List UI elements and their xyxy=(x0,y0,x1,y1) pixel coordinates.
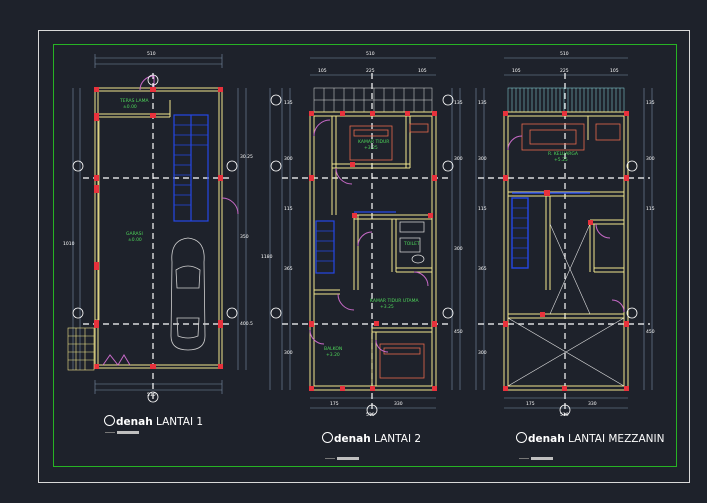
plan3-bottom-subdim-0: 175 xyxy=(526,401,535,407)
plan3-right-dim-3: 450 xyxy=(646,329,655,335)
plan1-room-garasi: GARASI xyxy=(126,231,143,237)
plan2-left-dim-1: 300 xyxy=(284,156,293,162)
sheet-border xyxy=(38,30,690,483)
top-balcony-hatch xyxy=(313,87,433,113)
doors xyxy=(102,75,239,366)
plan2-room-kamar-utama: KAMAR TIDUR UTAMA xyxy=(370,298,420,304)
axis-markers xyxy=(559,160,638,416)
toilet-fixtures xyxy=(399,221,425,264)
plan2-right-dim-1: 300 xyxy=(454,156,463,162)
title-circle-icon xyxy=(322,432,333,443)
plan2-bottom-subdim-0: 175 xyxy=(330,401,339,407)
plan2-room-toilet: TOILET xyxy=(403,241,420,247)
plan2-top-dim: 510 xyxy=(366,51,375,57)
furniture xyxy=(349,123,429,379)
plan3-top-subdim-2: 105 xyxy=(610,68,619,74)
plan1-right-dim-0: 30.25 xyxy=(240,154,253,160)
title-circle-icon xyxy=(104,415,115,426)
plan2-scale-bar xyxy=(325,457,359,460)
plan-mezzanin xyxy=(475,57,653,416)
car-icon xyxy=(170,237,206,351)
axis-markers xyxy=(270,94,454,416)
doors xyxy=(507,135,625,313)
plan2-title: denah LANTAI 2 xyxy=(322,432,421,445)
plan3-scale-bar xyxy=(519,457,553,460)
plan2-left-dim-0: 135 xyxy=(284,100,293,106)
doors xyxy=(309,119,429,353)
plan3-right-dim-2: 115 xyxy=(646,206,655,212)
plan1-top-dim: 510 xyxy=(147,51,156,57)
columns xyxy=(94,87,223,369)
columns xyxy=(309,111,437,391)
plan3-top-subdim-1: 225 xyxy=(560,68,569,74)
drawing-frame xyxy=(53,44,677,467)
stair xyxy=(315,211,396,274)
axis-markers xyxy=(72,74,238,403)
plan2-room-balkon-level: +3.20 xyxy=(326,352,340,358)
plan1-room-teras-level: ±0.00 xyxy=(123,104,137,110)
plan1-title: denah LANTAI 1 xyxy=(104,415,203,428)
plan3-top-subdim-0: 105 xyxy=(512,68,521,74)
plan3-left-dim-2: 115 xyxy=(478,206,487,212)
void-crosses xyxy=(507,223,625,387)
plan3-room-keluarga: R. KELUARGA xyxy=(548,151,579,157)
plan3-right-dim-1: 300 xyxy=(646,156,655,162)
plan2-right-dim-2: 300 xyxy=(454,246,463,252)
plan2-top-subdim-2: 105 xyxy=(418,68,427,74)
plan1-room-garasi-level: ±0.00 xyxy=(128,237,142,243)
plan2-left-dim-4: 300 xyxy=(284,350,293,356)
stair xyxy=(173,114,209,222)
plan3-left-dim-3: 365 xyxy=(478,266,487,272)
title-circle-icon xyxy=(516,432,527,443)
stair xyxy=(511,192,590,269)
plan3-bottom-dim: 510 xyxy=(560,412,569,418)
dimension-lines xyxy=(475,57,653,409)
plan2-room-kamar-utama-level: +3.25 xyxy=(380,304,394,310)
plan2-top-subdim-0: 105 xyxy=(318,68,327,74)
plan-lantai-1 xyxy=(67,54,247,403)
columns xyxy=(503,111,629,391)
plan1-room-teras: TERAS LAMA xyxy=(119,98,149,104)
plan2-right-dim-0: 135 xyxy=(454,100,463,106)
plan1-left-dim: 1010 xyxy=(63,241,75,247)
dimension-lines xyxy=(72,54,247,394)
plan2-right-dim-3: 450 xyxy=(454,329,463,335)
plan1-bottom-dim: 510 xyxy=(147,392,156,398)
plan2-top-subdim-1: 225 xyxy=(366,68,375,74)
plan2-room-kamar: KAMAR TIDUR xyxy=(358,139,389,145)
plan2-left-total: 1180 xyxy=(261,254,273,260)
plan1-right-dim-2: 400.5 xyxy=(240,321,253,327)
plan3-left-dim-0: 135 xyxy=(478,100,487,106)
plan3-right-dim-0: 135 xyxy=(646,100,655,106)
walls xyxy=(94,87,223,369)
plan3-bottom-subdim-1: 330 xyxy=(588,401,597,407)
plan2-room-kamar-level: +3.25 xyxy=(364,145,378,151)
plan3-title: denah LANTAI MEZZANIN xyxy=(516,432,664,445)
plan-labels: 510 510 1010 30.25 350 400.5 TERAS LAMA … xyxy=(63,51,655,418)
plan2-left-dim-2: 115 xyxy=(284,206,293,212)
plan3-room-keluarga-level: +5.25 xyxy=(554,157,568,163)
plan3-top-dim: 510 xyxy=(560,51,569,57)
plan1-right-dim-1: 350 xyxy=(240,234,249,240)
axis-lines xyxy=(478,73,650,415)
plan1-scale-bar xyxy=(105,431,139,434)
plan2-left-dim-3: 365 xyxy=(284,266,293,272)
plan2-bottom-dim: 510 xyxy=(366,412,375,418)
plan2-bottom-subdim-1: 330 xyxy=(394,401,403,407)
plan2-room-balkon: BALKON xyxy=(324,346,342,352)
plan-lantai-2 xyxy=(269,57,461,416)
axis-lines xyxy=(83,73,232,400)
porch-hatch xyxy=(67,327,95,371)
furniture xyxy=(521,123,621,151)
dimension-lines xyxy=(269,57,461,409)
top-roof-hatch xyxy=(507,87,625,113)
plan3-left-dim-1: 300 xyxy=(478,156,487,162)
plan3-left-dim-4: 300 xyxy=(478,350,487,356)
